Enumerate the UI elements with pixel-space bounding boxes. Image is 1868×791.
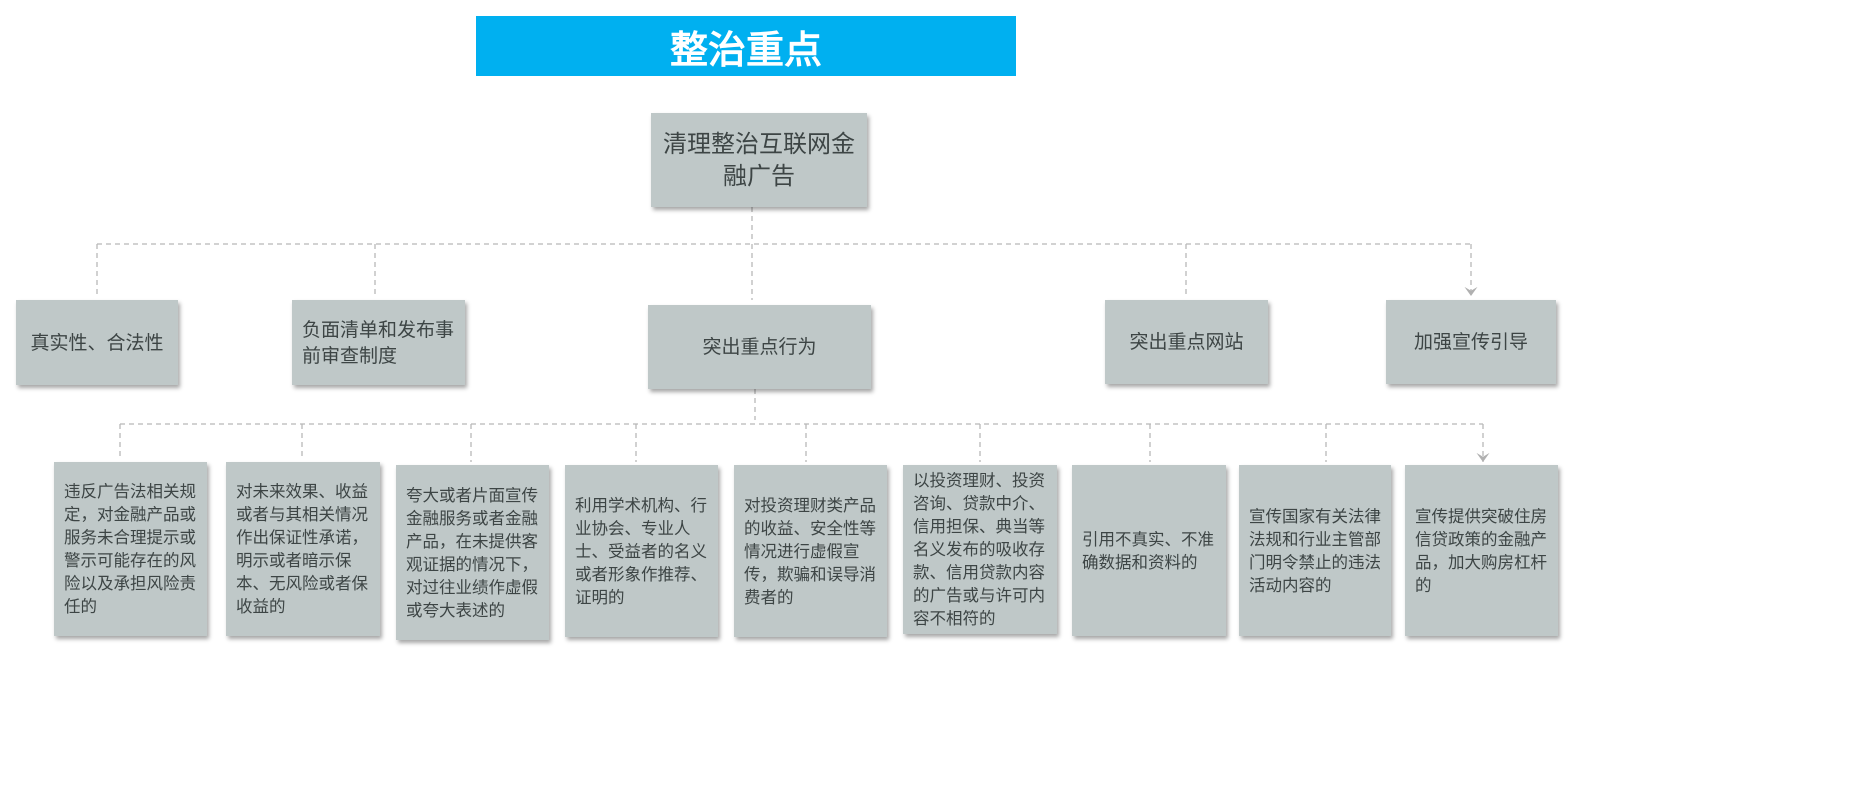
page-title: 整治重点 xyxy=(476,16,1016,76)
node-negative-list: 负面清单和发布事前审查制度 xyxy=(292,300,465,385)
node-authenticity: 真实性、合法性 xyxy=(16,300,178,385)
behavior-item: 对未来效果、收益或者与其相关情况作出保证性承诺，明示或者暗示保本、无风险或者保收… xyxy=(226,462,380,636)
behavior-item: 违反广告法相关规定，对金融产品或服务未合理提示或警示可能存在的风险以及承担风险责… xyxy=(54,462,207,636)
root-node: 清理整治互联网金融广告 xyxy=(651,113,867,207)
behavior-item: 利用学术机构、行业协会、专业人士、受益者的名义或者形象作推荐、证明的 xyxy=(565,465,718,637)
node-key-websites: 突出重点网站 xyxy=(1105,300,1268,384)
node-publicity: 加强宣传引导 xyxy=(1386,300,1556,384)
behavior-item: 引用不真实、不准确数据和资料的 xyxy=(1072,465,1226,636)
behavior-item: 宣传提供突破住房信贷政策的金融产品，加大购房杠杆的 xyxy=(1405,465,1558,636)
behavior-item: 宣传国家有关法律法规和行业主管部门明令禁止的违法活动内容的 xyxy=(1239,465,1391,636)
behavior-item: 以投资理财、投资咨询、贷款中介、信用担保、典当等名义发布的吸收存款、信用贷款内容… xyxy=(903,465,1057,634)
node-key-behaviors: 突出重点行为 xyxy=(648,305,871,389)
behavior-item: 夸大或者片面宣传金融服务或者金融产品，在未提供客观证据的情况下，对过往业绩作虚假… xyxy=(396,465,549,640)
behavior-item: 对投资理财类产品的收益、安全性等情况进行虚假宣传，欺骗和误导消费者的 xyxy=(734,465,887,637)
